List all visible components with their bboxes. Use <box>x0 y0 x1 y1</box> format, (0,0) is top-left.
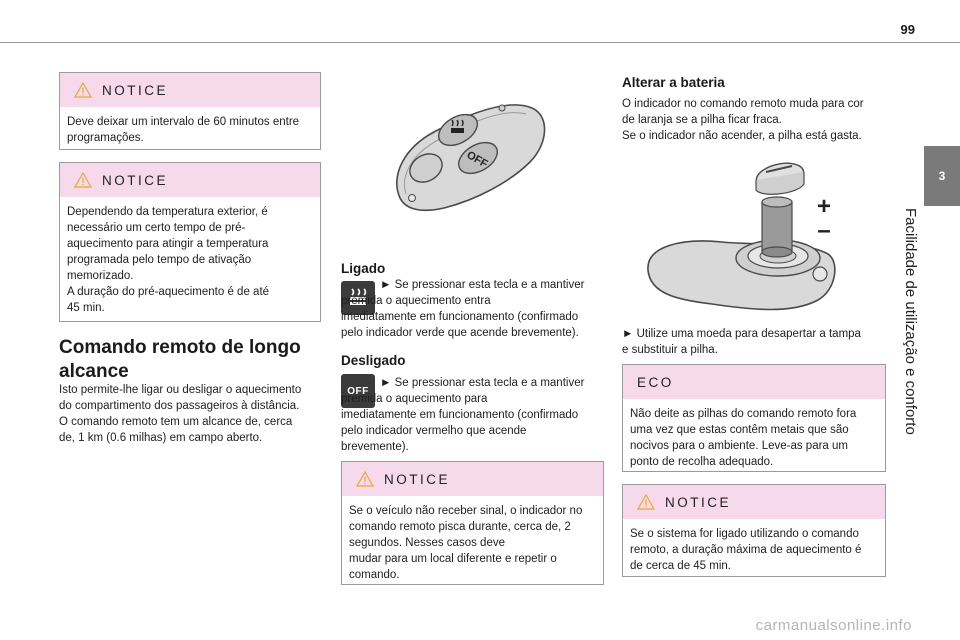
notice-title: NOTICE <box>665 494 732 510</box>
notice-text: Deve deixar um intervalo de 60 minutos e… <box>67 116 300 144</box>
heat-on-icon <box>341 281 375 315</box>
off-description: ► Se pressionar esta tecla e a mantiver … <box>341 377 585 453</box>
chapter-title: Facilidade de utilização e conforto <box>902 208 919 435</box>
eco-title: ECO <box>637 374 674 390</box>
minus-sign: – <box>817 217 830 244</box>
section-heading: Comando remoto de longo alcance <box>59 337 301 382</box>
battery-intro: O indicador no comando remoto muda para … <box>622 98 864 142</box>
notice-box-preheat: NOTICE Dependendo da temperatura exterio… <box>59 162 321 322</box>
eco-header: ECO <box>623 365 885 399</box>
notice-title: NOTICE <box>384 471 451 487</box>
notice-header: NOTICE <box>60 163 320 197</box>
on-description: ► Se pressionar esta tecla e a mantiver … <box>341 279 585 339</box>
plus-sign: + <box>817 193 831 220</box>
eco-box: ECO Não deite as pilhas do comando remot… <box>622 364 886 472</box>
chapter-tab[interactable]: 3 <box>924 146 960 206</box>
notice-box-interval: NOTICE Deve deixar um intervalo de 60 mi… <box>59 72 321 150</box>
section-intro: Isto permite-lhe ligar ou desligar o aqu… <box>59 384 302 444</box>
battery-heading: Alterar a bateria <box>622 75 725 90</box>
off-heading: Desligado <box>341 353 406 368</box>
warning-icon <box>74 172 92 188</box>
chapter-title-vertical: Facilidade de utilização e conforto <box>893 192 929 472</box>
off-icon: OFF <box>341 374 375 408</box>
notice-text: Dependendo da temperatura exterior, é ne… <box>67 206 270 314</box>
warning-icon <box>74 82 92 98</box>
eco-text: Não deite as pilhas do comando remoto fo… <box>630 408 857 468</box>
notice-title: NOTICE <box>102 82 169 98</box>
page-number: 99 <box>900 22 915 37</box>
notice-text: Se o sistema for ligado utilizando o com… <box>630 528 862 572</box>
notice-header: NOTICE <box>623 485 885 519</box>
battery-replacement-illustration: + – <box>647 162 836 311</box>
on-heading: Ligado <box>341 261 386 276</box>
battery-instruction: ► Utilize uma moeda para desapertar a ta… <box>622 328 861 356</box>
notice-title: NOTICE <box>102 172 169 188</box>
notice-header: NOTICE <box>342 462 603 496</box>
notice-box-duration: NOTICE Se o sistema for ligado utilizand… <box>622 484 886 577</box>
notice-text: Se o veículo não receber sinal, o indica… <box>349 505 583 581</box>
warning-icon <box>637 494 655 510</box>
header-divider <box>0 42 960 43</box>
notice-header: NOTICE <box>60 73 320 107</box>
warning-icon <box>356 471 374 487</box>
remote-control-illustration: OFF <box>396 104 546 212</box>
heating-icon <box>350 288 367 305</box>
watermark: carmanualsonline.info <box>755 617 912 634</box>
notice-box-signal: NOTICE Se o veículo não receber sinal, o… <box>341 461 604 585</box>
